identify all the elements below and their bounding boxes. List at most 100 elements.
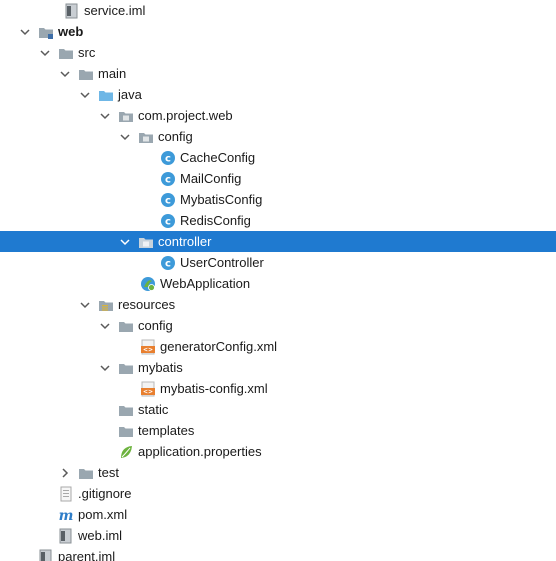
tree-item-label: config xyxy=(158,129,193,144)
svg-text:<>: <> xyxy=(143,388,153,395)
tree-item-label: WebApplication xyxy=(160,276,251,291)
tree-item-label: generatorConfig.xml xyxy=(160,339,278,354)
tree-item-label: templates xyxy=(138,423,195,438)
tree-item-web[interactable]: web xyxy=(0,21,556,42)
tree-item-label: MybatisConfig xyxy=(180,192,263,207)
xml-file-icon: <> xyxy=(140,339,156,355)
tree-item-parent-iml[interactable]: parent.iml xyxy=(0,546,556,561)
chevron-down-icon[interactable] xyxy=(118,235,132,249)
tree-item-label: java xyxy=(118,87,142,102)
tree-item-main[interactable]: main xyxy=(0,63,556,84)
tree-item-label: web.iml xyxy=(78,528,123,543)
tree-item-web-iml[interactable]: web.iml xyxy=(0,525,556,546)
tree-item-webapplication[interactable]: WebApplication xyxy=(0,273,556,294)
class-icon: c xyxy=(160,213,176,229)
tree-item-mybatisconfig[interactable]: c MybatisConfig xyxy=(0,189,556,210)
svg-text:c: c xyxy=(165,195,171,206)
class-icon: c xyxy=(160,255,176,271)
tree-item-label: main xyxy=(98,66,127,81)
tree-item-label: MailConfig xyxy=(180,171,242,186)
tree-item-label: pom.xml xyxy=(78,507,128,522)
tree-item-resources-config[interactable]: config xyxy=(0,315,556,336)
folder-icon xyxy=(118,402,134,418)
tree-item-redisconfig[interactable]: c RedisConfig xyxy=(0,210,556,231)
tree-item-static[interactable]: static xyxy=(0,399,556,420)
tree-item-mybatis-config-xml[interactable]: <> mybatis-config.xml xyxy=(0,378,556,399)
chevron-down-icon[interactable] xyxy=(78,88,92,102)
tree-item-mailconfig[interactable]: c MailConfig xyxy=(0,168,556,189)
svg-text:c: c xyxy=(165,174,171,185)
iml-file-icon xyxy=(38,549,54,561)
folder-icon xyxy=(78,66,94,82)
tree-item-label: web xyxy=(58,24,84,39)
chevron-down-icon[interactable] xyxy=(78,298,92,312)
tree-item-pom-xml[interactable]: m pom.xml xyxy=(0,504,556,525)
iml-file-icon xyxy=(64,3,80,19)
tree-item-label: parent.iml xyxy=(58,549,116,561)
tree-item-test[interactable]: test xyxy=(0,462,556,483)
tree-item-label: src xyxy=(78,45,96,60)
tree-item-generatorconfig-xml[interactable]: <> generatorConfig.xml xyxy=(0,336,556,357)
chevron-right-icon[interactable] xyxy=(58,466,72,480)
tree-item-templates[interactable]: templates xyxy=(0,420,556,441)
tree-item-resources[interactable]: resources xyxy=(0,294,556,315)
tree-item-label: mybatis xyxy=(138,360,183,375)
svg-text:c: c xyxy=(165,258,171,269)
maven-icon: m xyxy=(58,507,74,523)
spring-boot-app-icon xyxy=(140,276,156,292)
tree-item-com-project-web[interactable]: com.project.web xyxy=(0,105,556,126)
tree-item-label: .gitignore xyxy=(78,486,132,501)
text-file-icon xyxy=(58,486,74,502)
folder-icon xyxy=(118,423,134,439)
resources-folder-icon xyxy=(98,297,114,313)
tree-item-cacheconfig[interactable]: c CacheConfig xyxy=(0,147,556,168)
tree-item-label: test xyxy=(98,465,119,480)
folder-icon xyxy=(58,45,74,61)
svg-text:<>: <> xyxy=(143,346,153,353)
svg-text:c: c xyxy=(165,216,171,227)
chevron-down-icon[interactable] xyxy=(38,46,52,60)
tree-item-mybatis[interactable]: mybatis xyxy=(0,357,556,378)
tree-item-label: static xyxy=(138,402,169,417)
class-icon: c xyxy=(160,150,176,166)
tree-item-config[interactable]: config xyxy=(0,126,556,147)
svg-text:c: c xyxy=(165,153,171,164)
chevron-down-icon[interactable] xyxy=(98,319,112,333)
folder-icon xyxy=(78,465,94,481)
tree-item-label: RedisConfig xyxy=(180,213,251,228)
tree-item-usercontroller[interactable]: c UserController xyxy=(0,252,556,273)
chevron-down-icon[interactable] xyxy=(58,67,72,81)
chevron-down-icon[interactable] xyxy=(98,361,112,375)
package-icon xyxy=(118,108,134,124)
class-icon: c xyxy=(160,192,176,208)
tree-item-label: service.iml xyxy=(84,3,146,18)
tree-item-label: config xyxy=(138,318,173,333)
chevron-down-icon[interactable] xyxy=(18,25,32,39)
tree-item-service-iml[interactable]: service.iml xyxy=(0,0,556,21)
package-icon xyxy=(138,129,154,145)
class-icon: c xyxy=(160,171,176,187)
xml-file-icon: <> xyxy=(140,381,156,397)
source-folder-icon xyxy=(98,87,114,103)
tree-item-label: application.properties xyxy=(138,444,262,459)
tree-item-label: com.project.web xyxy=(138,108,233,123)
spring-properties-icon xyxy=(118,444,134,460)
folder-icon xyxy=(118,318,134,334)
tree-item-label: resources xyxy=(118,297,176,312)
tree-item-src[interactable]: src xyxy=(0,42,556,63)
folder-icon xyxy=(118,360,134,376)
tree-item-controller[interactable]: controller xyxy=(0,231,556,252)
tree-item-label: CacheConfig xyxy=(180,150,256,165)
chevron-down-icon[interactable] xyxy=(98,109,112,123)
tree-item-label: mybatis-config.xml xyxy=(160,381,268,396)
tree-item-label: controller xyxy=(158,234,212,249)
module-folder-icon xyxy=(38,24,54,40)
chevron-down-icon[interactable] xyxy=(118,130,132,144)
tree-item-gitignore[interactable]: .gitignore xyxy=(0,483,556,504)
tree-item-application-properties[interactable]: application.properties xyxy=(0,441,556,462)
tree-item-label: UserController xyxy=(180,255,264,270)
tree-item-java[interactable]: java xyxy=(0,84,556,105)
svg-text:m: m xyxy=(59,508,74,523)
package-icon xyxy=(138,234,154,250)
